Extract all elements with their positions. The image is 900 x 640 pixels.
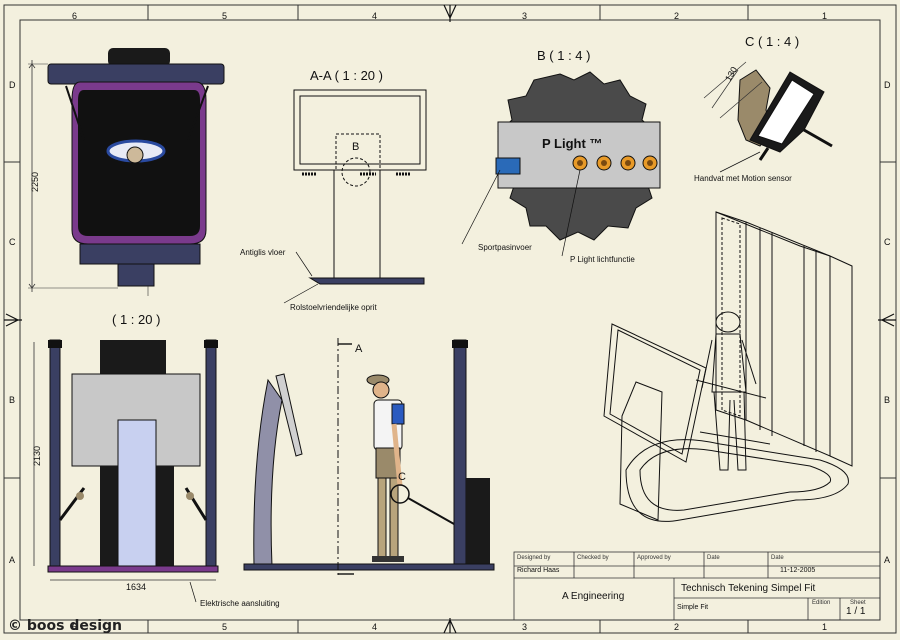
approved-by-label: Approved by (637, 555, 671, 561)
detail-b-title: B ( 1 : 4 ) (537, 48, 590, 63)
detail-c-marker: C (398, 471, 406, 483)
isometric-view (603, 211, 853, 522)
section-aa-view (293, 89, 427, 285)
section-aa-title: A-A ( 1 : 20 ) (310, 68, 383, 83)
zone-number-bottom: 4 (372, 622, 377, 632)
zone-letter-right: A (884, 555, 890, 565)
detail-b-leaders (461, 169, 581, 257)
zone-letter-left: C (9, 237, 16, 247)
title-block (513, 551, 881, 621)
sheet-number: 1 / 1 (846, 606, 866, 617)
edition-label: Edition (812, 600, 831, 606)
zone-letter-right: C (884, 237, 891, 247)
zone-letter-right: D (884, 80, 891, 90)
detail-c-title: C ( 1 : 4 ) (745, 34, 799, 49)
checked-by-label: Checked by (577, 555, 609, 561)
callout-plight-func: P Light lichtfunctie (570, 255, 635, 264)
company-name: A Engineering (562, 591, 625, 602)
copyright-notice: © boos design (8, 618, 122, 634)
zone-number-bottom: 6 (72, 622, 77, 632)
drawing-subtitle: Simple Fit (677, 604, 709, 611)
zone-letter-left: A (9, 555, 15, 565)
zone-letter-right: B (884, 395, 890, 405)
zone-number-bottom: 5 (222, 622, 227, 632)
date-label: Date (707, 555, 720, 561)
zone-number-top: 2 (674, 11, 679, 21)
front-view (33, 339, 219, 603)
designed-by-value: Richard Haas (517, 567, 560, 574)
centering-arrows (4, 4, 896, 634)
zone-number-bottom: 1 (822, 622, 827, 632)
top-view-height-dimension: 2250 (30, 172, 40, 192)
detail-b-view (495, 71, 661, 241)
callout-handvat: Handvat met Motion sensor (694, 174, 792, 183)
side-view (243, 338, 495, 578)
zone-number-top: 6 (72, 11, 77, 21)
callout-rolstoel: Rolstoelvriendelijke oprit (290, 303, 377, 312)
sheet-label: Sheet (850, 600, 866, 606)
detail-b-marker: B (352, 141, 359, 153)
plight-brand: P Light ™ (542, 136, 602, 151)
front-view-scale: ( 1 : 20 ) (112, 312, 160, 327)
designed-by-label: Designed by (517, 555, 551, 561)
callout-sportpas: Sportpasinvoer (478, 243, 532, 252)
date-value: 11-12-2005 (780, 567, 816, 574)
drawing-title: Technisch Tekening Simpel Fit (681, 583, 816, 594)
front-width-dimension: 1634 (126, 582, 146, 592)
section-aa-leaders (283, 251, 319, 304)
section-a-marker: A (355, 343, 363, 355)
zone-letter-left: B (9, 395, 15, 405)
zone-number-top: 5 (222, 11, 227, 21)
zone-number-top: 1 (822, 11, 827, 21)
zone-number-bottom: 3 (522, 622, 527, 632)
callout-antiglis: Antiglis vloer (240, 248, 286, 257)
callout-elektrisch: Elektrische aansluiting (200, 599, 280, 608)
zone-letter-left: D (9, 80, 16, 90)
date-label-2: Date (771, 555, 784, 561)
detail-c-view (703, 61, 833, 173)
handle-dimension: 130 (723, 65, 739, 83)
top-view (28, 48, 225, 296)
zone-number-bottom: 2 (674, 622, 679, 632)
front-height-dimension: 2130 (32, 446, 42, 466)
zone-number-top: 3 (522, 11, 527, 21)
zone-number-top: 4 (372, 11, 377, 21)
